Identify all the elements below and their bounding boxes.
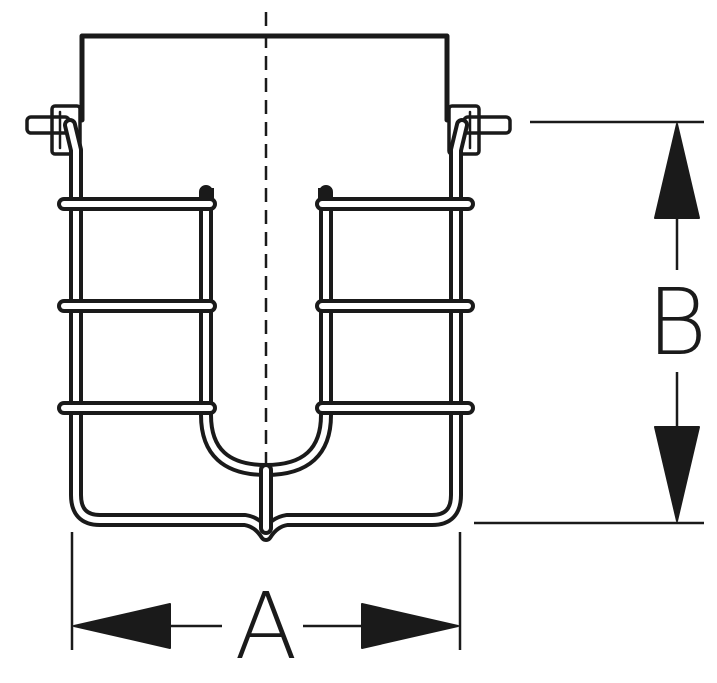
dimension-a: A (70, 532, 462, 680)
dimension-a-arrow-left (73, 603, 171, 649)
dimension-b-arrow-down (654, 426, 700, 522)
dimension-a-label: A (235, 573, 298, 680)
dimension-a-arrow-right (361, 603, 459, 649)
left-mounting-bracket (25, 104, 82, 156)
dimension-b-label: B (647, 269, 707, 376)
wire-rings-left (57, 197, 217, 415)
dimension-b-arrow-up (654, 123, 700, 219)
cup-body (79, 33, 450, 123)
wire-rings-right (315, 197, 475, 415)
dimension-b: B (474, 120, 707, 525)
